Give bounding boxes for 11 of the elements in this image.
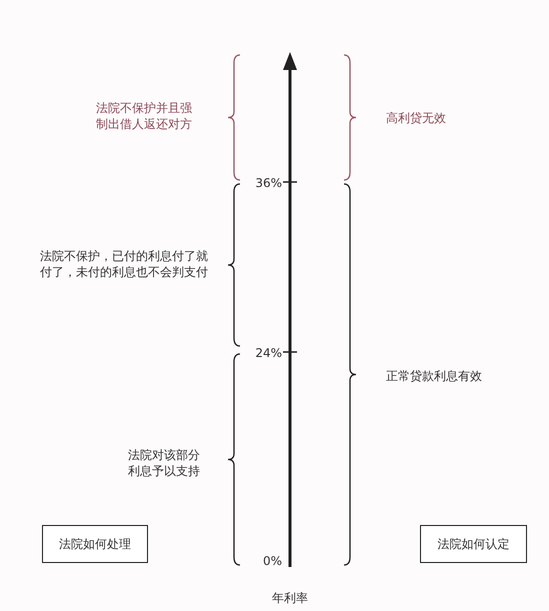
brace-note: 高利贷无效: [386, 110, 447, 126]
axis-title: 年利率: [271, 590, 309, 606]
tick-label: 36%: [254, 175, 282, 191]
brace-note: 法院对该部分利息予以支持: [127, 447, 200, 479]
brace-note: 法院不保护并且强制出借人返还对方: [95, 100, 192, 132]
tick-label: 0%: [262, 553, 282, 569]
tick-label: 24%: [254, 345, 282, 361]
label-box: 法院如何处理: [42, 525, 148, 563]
label-box: 法院如何认定: [420, 525, 527, 563]
brace-note: 正常贷款利息有效: [386, 368, 483, 384]
brace-note: 法院不保护，已付的利息付了就付了，未付的利息也不会判支付: [39, 248, 208, 280]
